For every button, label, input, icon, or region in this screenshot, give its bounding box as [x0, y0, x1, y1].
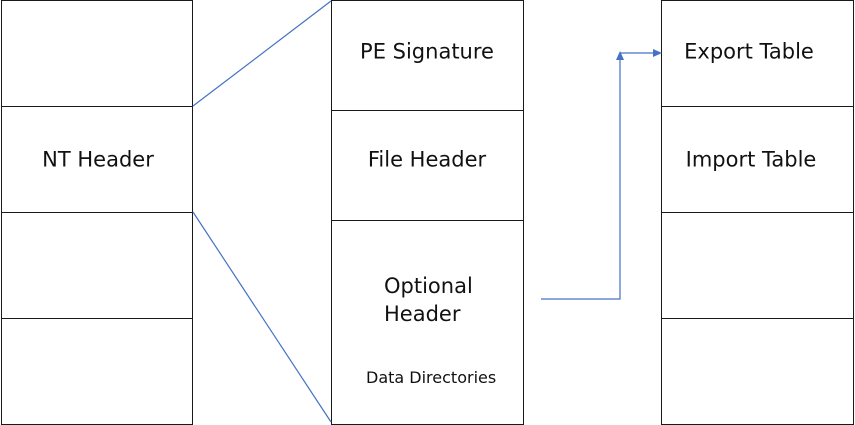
data-directories-label: Data Directories: [366, 368, 497, 387]
pe-signature-cell: [331, 0, 524, 111]
right-cell-3: [661, 212, 854, 319]
pe-signature-label: PE Signature: [360, 39, 494, 64]
left-cell-3: [1, 212, 193, 319]
left-cell-1: [1, 0, 193, 107]
right-cell-4: [661, 318, 854, 425]
nt-header-cell: [1, 106, 193, 213]
import-table-cell: [661, 106, 854, 213]
optional-header-label-line2: Header: [384, 302, 461, 326]
arrowhead-up: [616, 51, 624, 60]
left-cell-4: [1, 318, 193, 425]
optional-header-cell: [331, 220, 524, 425]
zoom-line-bottom: [192, 211, 332, 423]
import-table-label: Import Table: [685, 147, 817, 172]
file-header-label: File Header: [367, 147, 487, 172]
zoom-line-top: [192, 0, 332, 107]
export-table-cell: [661, 0, 854, 107]
nt-header-label: NT Header: [42, 147, 154, 172]
optional-header-label-line1: Optional: [384, 274, 473, 298]
data-directory-connector: [541, 58, 621, 300]
export-table-label: Export Table: [684, 39, 814, 64]
